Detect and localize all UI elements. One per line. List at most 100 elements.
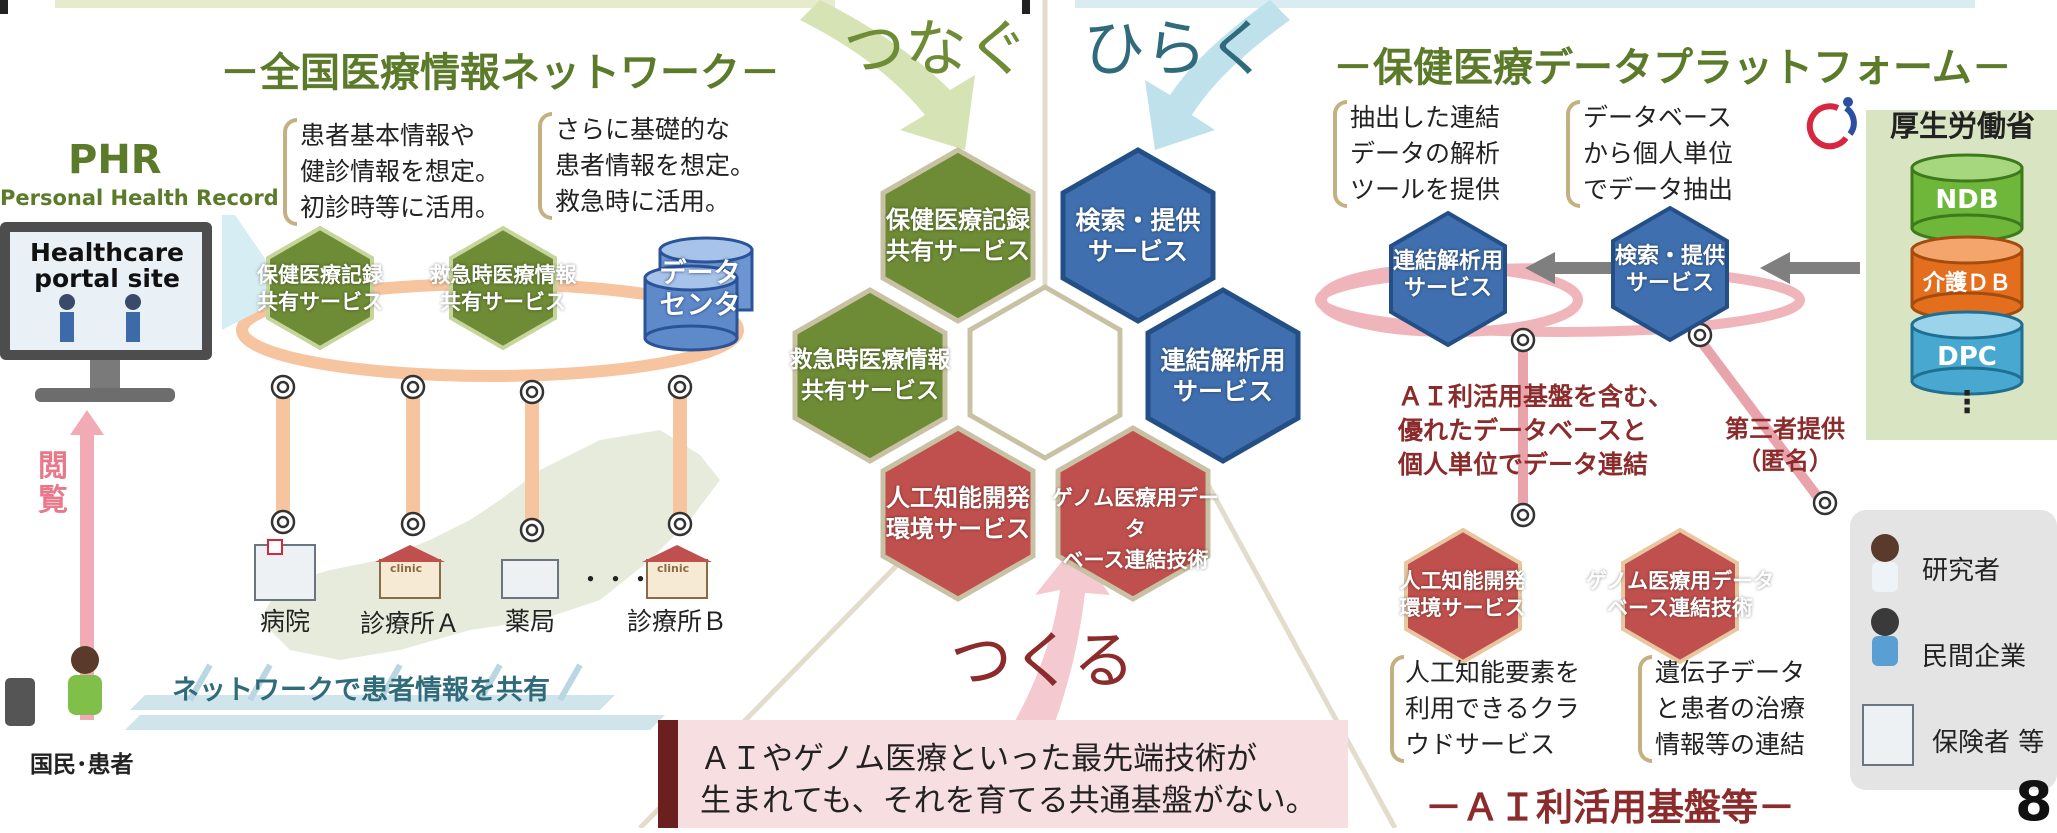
portal-label-line2: portal site (34, 264, 180, 293)
left-note1-line: 初診時等に活用。 (300, 193, 501, 222)
center-hex-green1-label: 保健医療記録 共有サービス (878, 205, 1038, 267)
right-note1-line: 抽出した連結 (1350, 103, 1501, 132)
center-hex-red2-label: ゲノム医療用データ ベース連結技術 (1048, 483, 1223, 576)
db-dpc: DPC (1937, 342, 1997, 372)
top-right-bar (1075, 0, 1975, 8)
right-pipes (1518, 337, 1824, 510)
mhlw-logo (1806, 97, 1857, 150)
third-party-line: 第三者提供 (1725, 415, 1845, 443)
left-pipes (276, 390, 687, 520)
center-hex-line: 環境サービス (886, 515, 1030, 543)
note2-brace (538, 112, 552, 220)
view-arrow-head (70, 410, 104, 435)
center-hex-line: 救急時医療情報 (789, 347, 951, 373)
portal-label: Healthcare portal site (12, 240, 202, 292)
right-note2-line: から個人単位 (1583, 139, 1734, 168)
left-hex1-line: 共有サービス (257, 290, 383, 314)
center-hex-cluster (792, 147, 1301, 602)
left-note1: 患者基本情報や 健診情報を想定。 初診時等に活用。 (300, 118, 500, 226)
left-title: －全国医療情報ネットワーク－ (220, 50, 780, 96)
right-hex-line: サービス (1625, 271, 1714, 296)
datacenter-label: データ センタ (655, 258, 745, 322)
right-hex-line: サービス (1403, 276, 1492, 301)
bottom-note-line: ＡＩやゲノム医療といった最先端技術が (700, 741, 1258, 777)
page-number: 8 (2015, 770, 2053, 833)
ai-platform-text: ＡＩ利活用基盤を含む、 優れたデータベースと 個人単位でデータ連結 (1398, 380, 1673, 482)
place-pharmacy: 薬局 (504, 607, 555, 636)
right-hex-line: ゲノム医療用データ (1585, 569, 1775, 593)
building-icons (254, 539, 1914, 766)
right-note1-line: データの解析 (1350, 139, 1501, 168)
left-hex2-line: 共有サービス (440, 290, 566, 314)
right-arrows (1525, 252, 1860, 284)
top-left-bar (55, 0, 835, 8)
center-hex-line: 人工知能開発 (886, 484, 1030, 512)
portal-label-line1: Healthcare (29, 238, 185, 267)
right-note3-line: ウドサービス (1405, 730, 1556, 759)
right-note4-line: 遺伝子データ (1655, 658, 1806, 687)
left-note2-line: さらに基礎的な (555, 115, 731, 144)
role-company: 民間企業 (1922, 642, 2027, 672)
bottom-note: ＡＩやゲノム医療といった最先端技術が 生まれても、それを育てる共通基盤がない。 (700, 738, 1317, 822)
right-note4-brace (1638, 655, 1652, 763)
role-researcher: 研究者 (1922, 556, 2001, 586)
center-hex-line: 共有サービス (801, 378, 939, 404)
db-cylinders (1910, 153, 2024, 396)
citizen-label: 国民･患者 (30, 752, 134, 778)
hiraku-arrow (1145, 0, 1290, 150)
right-note4-line: 情報等の連結 (1655, 730, 1806, 759)
place-hospital: 病院 (259, 607, 310, 636)
right-note1-brace (1333, 100, 1347, 208)
right-note2-brace (1566, 100, 1580, 208)
phr-subtitle: Personal Health Record (0, 186, 279, 210)
center-hex-line: ベース連結技術 (1062, 548, 1209, 572)
monitor-screen (10, 232, 202, 350)
target-rings (270, 322, 1838, 543)
left-note1-line: 患者基本情報や (300, 121, 476, 150)
right-title: －保健医療データプラットフォーム－ (1333, 45, 2012, 91)
left-hex1-line: 保健医療記録 (257, 263, 383, 287)
place-clinic-a: 診療所Ａ (359, 609, 460, 638)
ai-platform-line: ＡＩ利活用基盤を含む、 (1398, 382, 1674, 411)
hiraku-label: ひらく (1083, 12, 1270, 85)
center-hex-green2-label: 救急時医療情報 共有サービス (785, 345, 955, 407)
datacenter-cylinders (643, 236, 754, 352)
right-hex-red1-label: 人工知能開発 環境サービス (1380, 568, 1545, 622)
role-insurer: 保険者 等 (1932, 728, 2045, 758)
tsunagu-arrow (800, 0, 975, 150)
top-left-marker (0, 0, 8, 14)
tsukuru-label: つくる (950, 624, 1135, 697)
right-note1-line: ツールを提供 (1350, 175, 1501, 204)
japan-map (260, 430, 720, 660)
ai-platform-title: －ＡＩ利活用基盤等－ (1425, 786, 1795, 829)
center-hex-line: 連結解析用 (1160, 346, 1286, 375)
db-ndb: NDB (1935, 185, 1999, 215)
left-note2-line: 救急時に活用。 (555, 187, 731, 216)
bottom-note-line: 生まれても、それを育てる共通基盤がない。 (700, 783, 1317, 819)
center-hex-red1-label: 人工知能開発 環境サービス (878, 483, 1038, 545)
left-note2: さらに基礎的な 患者情報を想定。 救急時に活用。 (555, 112, 755, 220)
left-hexes (266, 225, 557, 351)
db-kaigo: 介護ＤＢ (1922, 271, 2011, 296)
view-label-char: 閲 (38, 449, 68, 484)
place-clinic-b: 診療所Ｂ (626, 607, 727, 636)
center-hex-line: ゲノム医療用データ (1051, 486, 1220, 541)
right-note3: 人工知能要素を 利用できるクラ ウドサービス (1405, 655, 1580, 763)
right-hexes (1389, 205, 1739, 665)
datacenter-line: データ (659, 258, 741, 289)
bottom-note-box (658, 720, 1348, 828)
left-note1-line: 健診情報を想定。 (300, 157, 501, 186)
view-label-char: 覧 (38, 483, 68, 518)
note1-brace (283, 118, 297, 226)
center-hex-line: サービス (1172, 377, 1273, 406)
right-note3-line: 利用できるクラ (1405, 694, 1580, 723)
right-note4: 遺伝子データ と患者の治療 情報等の連結 (1655, 655, 1805, 763)
divider-bottom-right (1197, 468, 1398, 828)
left-hex2-label: 救急時医療情報 共有サービス (428, 262, 578, 316)
top-mid-marker (1022, 0, 1030, 14)
right-hex-line: 環境サービス (1399, 596, 1526, 620)
network-text: ネットワークで患者情報を共有 (172, 675, 550, 706)
right-hex-line: 検索・提供 (1614, 244, 1725, 269)
monitor-neck (90, 360, 120, 390)
third-party-line: （匿名） (1737, 447, 1833, 475)
